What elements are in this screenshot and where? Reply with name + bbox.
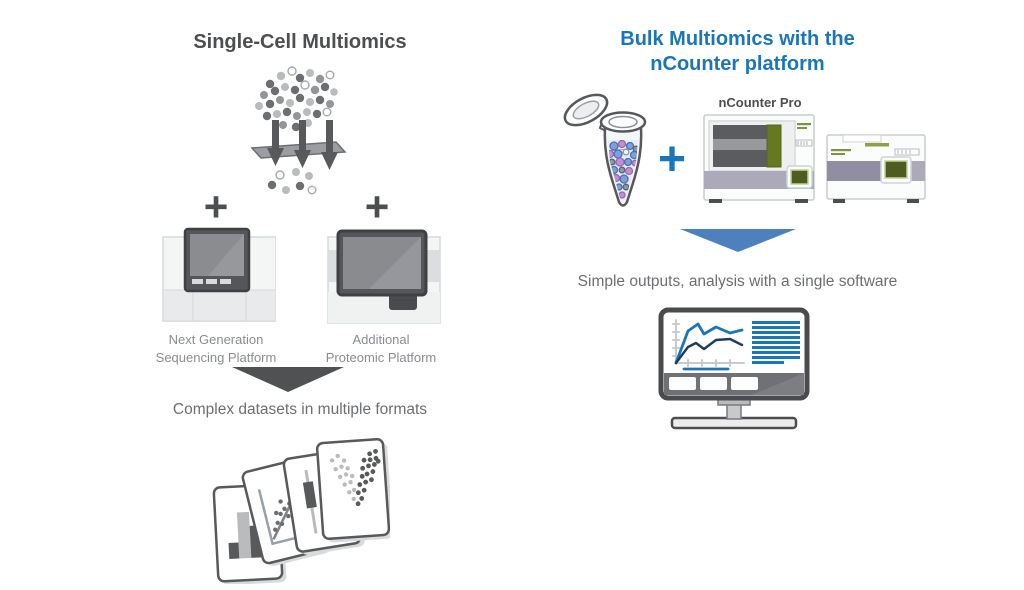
ngs-platform-label: Next Generation Sequencing Platform (155, 332, 277, 365)
report-text-lines (752, 321, 800, 364)
analysis-monitor-icon (658, 307, 810, 430)
line-chart (672, 319, 745, 371)
down-arrow-icon (680, 229, 796, 252)
cell-sorting-plate-icon (250, 120, 347, 170)
single-cell-title: Single-Cell Multiomics (100, 30, 500, 55)
sorted-cells (267, 168, 317, 195)
bulk-title: Bulk Multiomics with the nCounter platfo… (560, 27, 915, 77)
proteomic-instrument-icon (327, 229, 441, 324)
down-arrow-icon (232, 367, 344, 392)
plus-icon: + (203, 183, 229, 230)
cell-cloud (255, 66, 338, 132)
single-cell-title-text: Single-Cell Multiomics (193, 31, 407, 53)
cell-scatter-icon (250, 66, 347, 195)
simple-outputs-caption: Simple outputs, analysis with a single s… (577, 273, 898, 290)
complex-datasets-caption: Complex datasets in multiple formats (172, 401, 428, 418)
plus-icon: + (364, 183, 390, 230)
ncounter-pro-large (703, 114, 815, 203)
sample-tube-icon (563, 93, 647, 207)
volcano-scatter-card (315, 438, 390, 543)
ncounter-pro-label: nCounter Pro (718, 95, 802, 110)
dataset-cards-icon (212, 438, 390, 584)
proteomic-platform-label: Additional Proteomic Platform (325, 332, 437, 365)
ncounter-instruments-icon (703, 114, 926, 203)
ncounter-pro-small (826, 134, 926, 203)
plus-icon: + (657, 133, 687, 186)
bulk-title-text: Bulk Multiomics with the nCounter platfo… (620, 28, 855, 75)
ngs-instrument-icon (162, 227, 276, 322)
